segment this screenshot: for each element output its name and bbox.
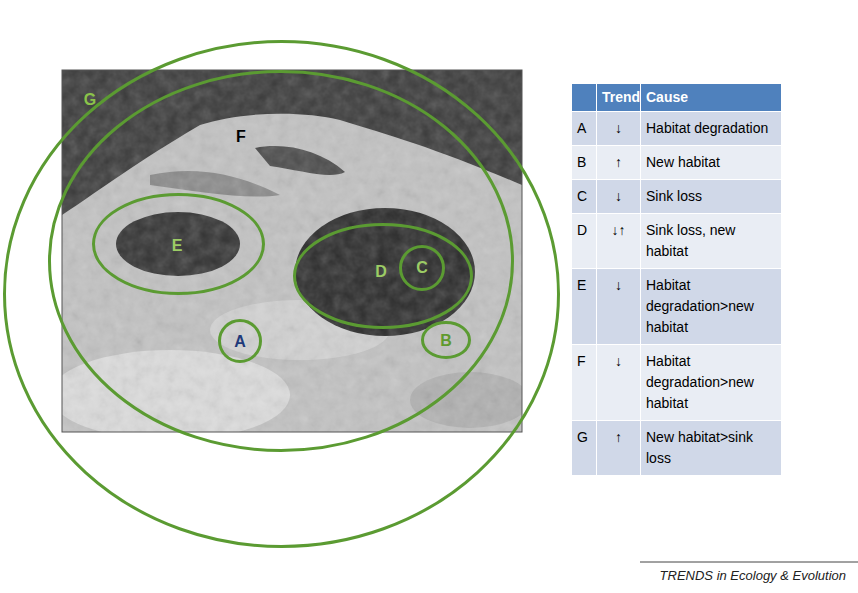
table-row: A ↓ Habitat degradation <box>572 112 782 146</box>
table-row: F ↓ Habitat degradation>new habitat <box>572 345 782 421</box>
table-cell: Cause <box>641 84 782 112</box>
table-text: B <box>577 154 586 170</box>
table-cell: ↓↑ <box>597 214 641 269</box>
region-letter: G <box>84 92 96 108</box>
trend-table: Trend CauseA ↓ Habitat degradationB ↑ New hab… <box>572 84 782 476</box>
table-text: ↑ <box>615 429 622 445</box>
caption-rule <box>640 562 858 563</box>
table-cell: ↑ <box>597 146 641 180</box>
region-letter: D <box>375 264 387 280</box>
table-cell: ↓ <box>597 180 641 214</box>
region-ellipse-line <box>401 247 444 290</box>
region-ellipse: GFEDCAB <box>3 40 560 548</box>
region-outline <box>3 40 560 548</box>
table-text: D <box>577 222 587 238</box>
table-row: D ↓↑ Sink loss, new habitat <box>572 214 782 269</box>
table-text: ↓ <box>615 277 622 293</box>
table-row: E ↓ Habitat degradation>new habitat <box>572 269 782 345</box>
table-text: Sink loss <box>646 188 702 204</box>
region-ellipse-line <box>220 321 261 362</box>
table-text: ↓ <box>615 188 622 204</box>
region-ellipse: DC <box>293 223 473 329</box>
table-cell: New habitat>sink loss <box>641 421 782 476</box>
journal-caption: TRENDS in Ecology & Evolution <box>640 568 846 583</box>
table-cell: F <box>572 345 597 421</box>
region-letter: C <box>416 260 428 276</box>
table-cell: Habitat degradation>new habitat <box>641 345 782 421</box>
table-cell: A <box>572 112 597 146</box>
table-text: Habitat degradation <box>646 120 768 136</box>
table-cell: D <box>572 214 597 269</box>
region-ellipse-line <box>295 225 472 328</box>
table-cell: ↓ <box>597 269 641 345</box>
region-ellipse: B <box>421 321 471 359</box>
table-text: Cause <box>646 89 688 105</box>
region-letter: A <box>234 334 246 350</box>
table-row: Trend Cause <box>572 84 782 112</box>
table-text: Trend <box>602 89 640 105</box>
region-ellipse-line <box>50 72 513 451</box>
table-row: G ↑ New habitat>sink loss <box>572 421 782 476</box>
table-text: ↓↑ <box>612 222 626 238</box>
table-text: New habitat>sink loss <box>646 429 753 466</box>
region-ellipse: A <box>218 319 262 363</box>
table-cell: Sink loss <box>641 180 782 214</box>
region-ellipse-line <box>423 323 470 358</box>
region-ellipse-line <box>94 195 264 294</box>
region-letter: E <box>172 238 183 254</box>
table-text: ↓ <box>615 353 622 369</box>
table-cell: G <box>572 421 597 476</box>
table-cell: Habitat degradation <box>641 112 782 146</box>
table-text: Habitat degradation>new habitat <box>646 277 754 335</box>
table-cell: ↓ <box>597 345 641 421</box>
table-cell: Sink loss, new habitat <box>641 214 782 269</box>
table-cell: E <box>572 269 597 345</box>
table-text: ↑ <box>615 154 622 170</box>
table-cell: B <box>572 146 597 180</box>
table-text: ↓ <box>615 120 622 136</box>
table-text: Habitat degradation>new habitat <box>646 353 754 411</box>
table-cell <box>572 84 597 112</box>
table-cell: ↑ <box>597 421 641 476</box>
region-ellipse: E <box>92 193 265 295</box>
table-text: F <box>577 353 586 369</box>
table-row: B ↑ New habitat <box>572 146 782 180</box>
table-cell: New habitat <box>641 146 782 180</box>
table-text: C <box>577 188 587 204</box>
table-text: G <box>577 429 588 445</box>
region-ellipse: FEDCAB <box>48 70 514 452</box>
table-text: A <box>577 120 586 136</box>
table-row: C ↓ Sink loss <box>572 180 782 214</box>
table-text: E <box>577 277 586 293</box>
table-cell: Habitat degradation>new habitat <box>641 269 782 345</box>
region-outline <box>48 70 514 452</box>
table-text: New habitat <box>646 154 720 170</box>
region-ellipse: C <box>399 245 445 291</box>
table-cell: Trend <box>597 84 641 112</box>
region-ellipse-line <box>5 42 559 547</box>
table-cell: ↓ <box>597 112 641 146</box>
region-letter: F <box>236 129 246 145</box>
region-letter: B <box>440 333 452 349</box>
table-cell: C <box>572 180 597 214</box>
table-text: Sink loss, new habitat <box>646 222 735 259</box>
